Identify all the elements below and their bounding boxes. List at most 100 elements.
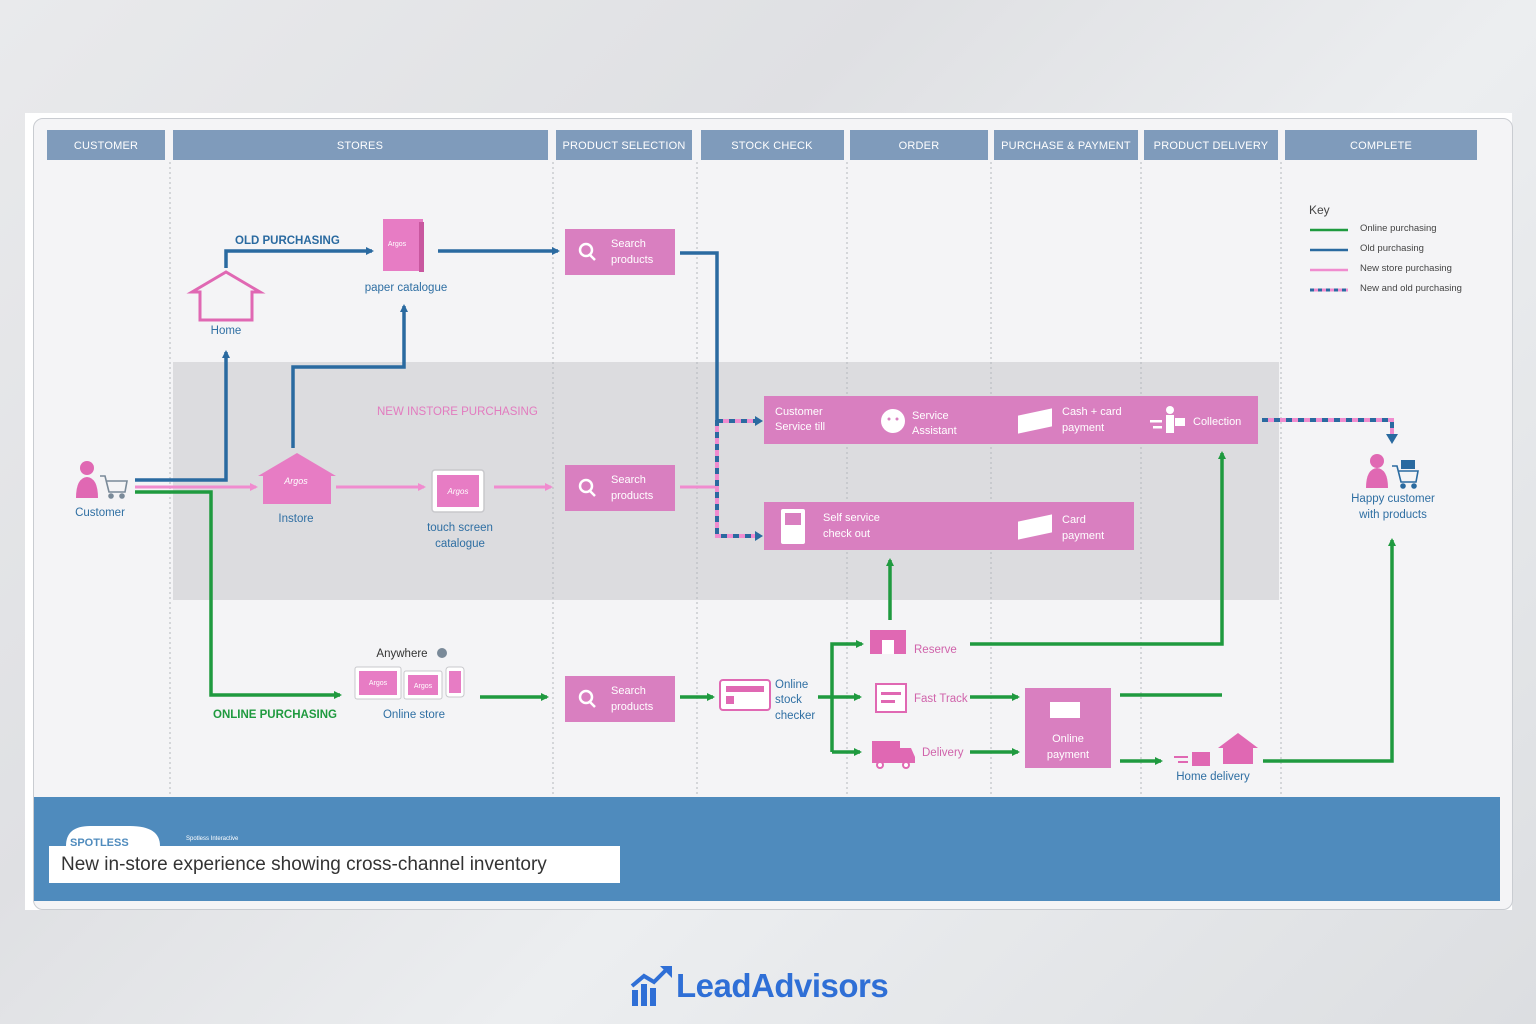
self-service-bar: Self service check out Card payment (764, 502, 1134, 550)
svg-text:payment: payment (1062, 422, 1104, 434)
header-stock-check (701, 130, 844, 160)
svg-text:Self service: Self service (823, 512, 880, 524)
header-product-selection-label: PRODUCT SELECTION (563, 140, 686, 152)
header-stock-check-label: STOCK CHECK (731, 140, 813, 152)
svg-text:check out: check out (823, 528, 870, 540)
delivery-van-icon (1192, 752, 1210, 766)
home-delivery-node: Home delivery (1174, 733, 1258, 783)
brand-logo: LeadAdvisors (630, 960, 889, 1012)
dash-arrowhead-2 (755, 531, 763, 541)
online-payment-box: Online payment (1025, 688, 1111, 768)
card-icon (1050, 702, 1080, 718)
svg-text:Customer: Customer (775, 406, 823, 418)
svg-text:payment: payment (1062, 530, 1104, 542)
document-icon (875, 683, 907, 713)
svg-text:payment: payment (1047, 749, 1089, 761)
header-product-delivery (1144, 130, 1278, 160)
svg-text:Delivery: Delivery (922, 747, 964, 759)
assistant-icon (881, 409, 905, 433)
svg-text:Old purchasing: Old purchasing (1360, 243, 1424, 254)
svg-text:products: products (611, 701, 654, 713)
house-icon (1218, 733, 1258, 764)
search-icon (578, 689, 596, 708)
person-icon (80, 461, 94, 475)
spotless-logo (66, 826, 160, 846)
svg-text:Argos: Argos (369, 680, 388, 687)
dash-arrowhead-3 (1386, 434, 1398, 444)
search-products-old: Search products (565, 229, 675, 275)
stock-checker-icon (719, 679, 771, 711)
customer-node: Customer (75, 461, 128, 519)
header-product-selection (556, 130, 692, 160)
legend: Key Online purchasing Old purchasing New… (1309, 203, 1462, 294)
header-complete-label: COMPLETE (1350, 140, 1412, 152)
svg-text:with products: with products (1358, 509, 1427, 521)
svg-text:catalogue: catalogue (435, 538, 485, 550)
svg-text:Search: Search (611, 238, 646, 250)
header-purchase-payment (994, 130, 1138, 160)
svg-text:Service: Service (912, 410, 949, 422)
growth-chart-icon (630, 966, 672, 1006)
collection-icon (1150, 406, 1185, 433)
caption: New in-store experience showing cross-ch… (49, 846, 620, 883)
header-product-delivery-label: PRODUCT DELIVERY (1154, 140, 1269, 152)
happy-customer-node: Happy customer with products (1351, 454, 1435, 521)
svg-text:touch screen: touch screen (427, 522, 493, 534)
svg-text:Instore: Instore (278, 513, 313, 525)
card-icon (1018, 514, 1052, 540)
search-products-online: Search products (565, 676, 675, 722)
svg-text:Cash + card: Cash + card (1062, 406, 1122, 418)
svg-text:Assistant: Assistant (912, 425, 957, 437)
svg-text:New and old purchasing: New and old purchasing (1360, 283, 1462, 294)
new-instore-label: NEW INSTORE PURCHASING (377, 406, 538, 418)
svg-text:Collection: Collection (1193, 416, 1241, 428)
svg-text:Reserve: Reserve (914, 644, 957, 656)
svg-text:Online: Online (1052, 733, 1084, 745)
header-purchase-payment-label: PURCHASE & PAYMENT (1001, 140, 1131, 152)
search-products-instore: Search products (565, 465, 675, 511)
svg-text:Fast Track: Fast Track (914, 693, 968, 705)
svg-text:Home delivery: Home delivery (1176, 771, 1250, 783)
svg-text:Home: Home (211, 325, 242, 337)
new-and-old-path (715, 418, 1394, 538)
svg-text:products: products (611, 490, 654, 502)
svg-text:paper catalogue: paper catalogue (365, 282, 447, 294)
paper-catalogue-node: Argos paper catalogue (365, 219, 447, 294)
svg-text:Argos: Argos (283, 476, 308, 486)
online-purchasing-label: ONLINE PURCHASING (213, 709, 337, 721)
online-purchasing-path (135, 451, 1396, 765)
search-icon (578, 478, 596, 497)
old-purchasing-path (135, 247, 719, 482)
svg-text:Card: Card (1062, 514, 1086, 526)
svg-text:Argos: Argos (388, 241, 407, 248)
delivery-node: Delivery (872, 741, 964, 769)
svg-text:products: products (611, 254, 654, 266)
header-order (850, 130, 988, 160)
bulb-icon (437, 648, 447, 658)
svg-text:Argos: Argos (447, 487, 469, 496)
spotless-sub: Spotless Interactive (186, 836, 239, 842)
svg-text:Online: Online (775, 679, 808, 691)
svg-text:Customer: Customer (75, 507, 125, 519)
svg-text:New store purchasing: New store purchasing (1360, 263, 1452, 274)
header-complete (1285, 130, 1477, 160)
person-icon (1370, 454, 1384, 468)
svg-text:Online store: Online store (383, 709, 445, 721)
catalogue-icon (383, 219, 423, 271)
touch-screen-node: Argos touch screen catalogue (427, 469, 493, 550)
brand-name: LeadAdvisors (676, 967, 889, 1004)
store-icon (258, 453, 336, 504)
search-icon (578, 242, 596, 261)
home-icon (186, 270, 266, 322)
fast-track-node: Fast Track (875, 683, 968, 713)
svg-text:stock: stock (775, 694, 802, 706)
header-order-label: ORDER (899, 140, 940, 152)
reserve-node: Reserve (870, 630, 957, 656)
swimlane-headers: CUSTOMER STORES PRODUCT SELECTION STOCK … (47, 130, 1477, 160)
customer-service-bar: Customer Service till Service Assistant … (764, 396, 1258, 444)
svg-text:Happy customer: Happy customer (1351, 493, 1435, 505)
svg-text:Argos: Argos (414, 683, 433, 690)
header-stores-label: STORES (337, 140, 383, 152)
column-dividers (169, 162, 1282, 797)
svg-text:Anywhere: Anywhere (376, 648, 427, 660)
